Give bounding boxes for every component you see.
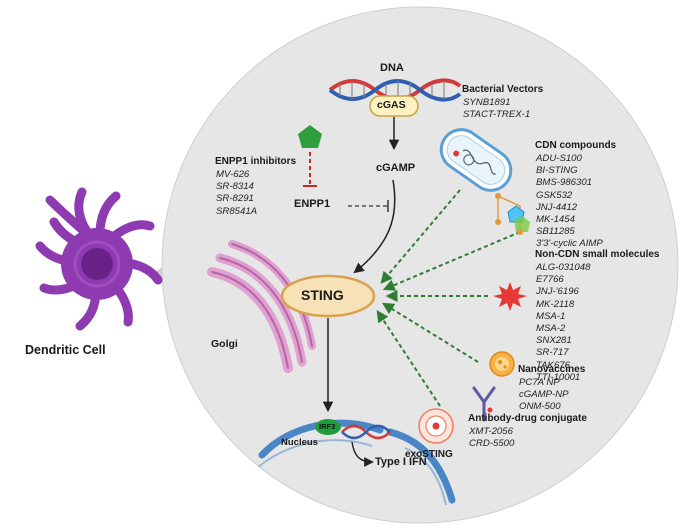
non-cdn-list: ALG-031048 E7766 JNJ-'6196 MK-2118 MSA-1… bbox=[536, 262, 590, 384]
non-cdn-item: JNJ-'6196 bbox=[536, 286, 579, 298]
nanovaccine-item: ONM-500 bbox=[519, 401, 561, 413]
cdn-compound-item: GSK532 bbox=[536, 189, 573, 201]
bacterial-vectors-title: Bacterial Vectors bbox=[462, 84, 544, 95]
enpp1-inhibitor-item: SR8541A bbox=[216, 205, 258, 217]
non-cdn-item: SNX281 bbox=[536, 335, 572, 347]
cdn-compound-item: ADU-S100 bbox=[536, 153, 582, 164]
enpp1-inhibitor-pentagon-icon bbox=[298, 125, 322, 148]
cgamp-to-sting-arrow bbox=[353, 179, 396, 274]
enpp1-inhibitors-title: ENPP1 inhibitors bbox=[215, 156, 297, 167]
nanovaccine-arrow bbox=[381, 302, 479, 363]
cdn-compound-item: JNJ-4412 bbox=[536, 201, 578, 213]
nanovaccine-item: PC7A NP bbox=[519, 377, 560, 388]
dna-label: DNA bbox=[380, 62, 404, 74]
cgas-label: cGAS bbox=[377, 99, 406, 111]
non-cdn-item: ALG-031048 bbox=[536, 262, 591, 273]
nuclear-dna-icon bbox=[341, 424, 391, 440]
non-cdn-item: E7766 bbox=[536, 274, 564, 286]
non-cdn-item: MSA-2 bbox=[536, 322, 566, 334]
exosting-label: exoSTING bbox=[405, 449, 453, 460]
nanovaccine-icon bbox=[489, 351, 515, 377]
nanovaccines-list: PC7A NP cGAMP-NP ONM-500 bbox=[519, 377, 569, 414]
adc-item: XMT-2056 bbox=[469, 426, 513, 437]
cdn-compound-item: 3'3'-cyclic AIMP bbox=[536, 238, 603, 250]
cdn-arrow bbox=[382, 231, 521, 291]
irf3-label: IRF3 bbox=[319, 422, 336, 431]
sting-label: STING bbox=[301, 287, 344, 303]
exosting-arrow bbox=[376, 309, 441, 407]
enpp1-inhibitors-list: MV-626 SR-8314 SR-8291 SR8541A bbox=[216, 169, 257, 218]
enpp1-inhibitor-item: SR-8291 bbox=[216, 193, 254, 205]
dna-helix-icon bbox=[328, 78, 462, 102]
cdn-compound-item: BMS-986301 bbox=[536, 177, 592, 189]
cdn-compound-item: SB11285 bbox=[536, 226, 575, 238]
enpp1-label: ENPP1 bbox=[294, 198, 331, 210]
cdn-compound-item: MK-1454 bbox=[536, 213, 575, 225]
non-cdn-burst-icon bbox=[493, 282, 527, 311]
antibody-icon bbox=[472, 386, 496, 422]
nanovaccine-item: cGAMP-NP bbox=[519, 389, 569, 401]
non-cdn-item: MSA-1 bbox=[536, 310, 566, 322]
bacterial-vector-arrow bbox=[380, 189, 461, 284]
bacterial-vectors-list: SYNB1891 STACT-TREX-1 bbox=[463, 97, 530, 121]
cdn-compounds-title: CDN compounds bbox=[535, 140, 617, 151]
golgi-icon bbox=[207, 240, 316, 373]
cdn-compound-item: BI-STING bbox=[536, 165, 578, 177]
enpp1-inhibitor-item: MV-626 bbox=[216, 169, 250, 180]
non-cdn-title: Non-CDN small molecules bbox=[535, 249, 660, 260]
dendritic-cell-label: Dendritic Cell bbox=[25, 343, 106, 357]
nuclear-envelope-right bbox=[386, 428, 456, 504]
non-cdn-item: MK-2118 bbox=[536, 298, 575, 310]
golgi-label: Golgi bbox=[211, 338, 238, 350]
nanovaccines-title: Nanovaccines bbox=[518, 364, 586, 375]
dendritic-cell-icon bbox=[35, 187, 163, 331]
type1-ifn-label: Type I IFN bbox=[375, 456, 427, 468]
non-cdn-item: TTI-10001 bbox=[536, 371, 581, 383]
cgas-node bbox=[369, 95, 419, 117]
adc-list: XMT-2056 CRD-5500 bbox=[469, 426, 514, 450]
sting-node bbox=[280, 274, 376, 318]
adc-title: Antibody-drug conjugate bbox=[468, 413, 587, 424]
irf3-node bbox=[315, 419, 341, 435]
cdn-molecule-icon bbox=[495, 193, 530, 235]
bacterium-icon bbox=[439, 128, 513, 192]
cell-interior-circle bbox=[161, 6, 679, 524]
enpp1-inhibitor-item: SR-8314 bbox=[216, 181, 254, 193]
transcription-arrow bbox=[351, 441, 374, 467]
exosting-icon bbox=[418, 408, 454, 444]
adc-item: CRD-5500 bbox=[469, 438, 515, 450]
cdn-compounds-list: ADU-S100 BI-STING BMS-986301 GSK532 JNJ-… bbox=[536, 153, 603, 251]
non-cdn-item: SR-717 bbox=[536, 347, 569, 359]
cgamp-label: cGAMP bbox=[376, 162, 416, 174]
bacterial-vector-item: SYNB1891 bbox=[463, 97, 511, 108]
bacterial-vector-item: STACT-TREX-1 bbox=[463, 109, 531, 121]
nucleus-label: Nucleus bbox=[281, 437, 318, 448]
non-cdn-item: TAK676 bbox=[536, 359, 570, 371]
